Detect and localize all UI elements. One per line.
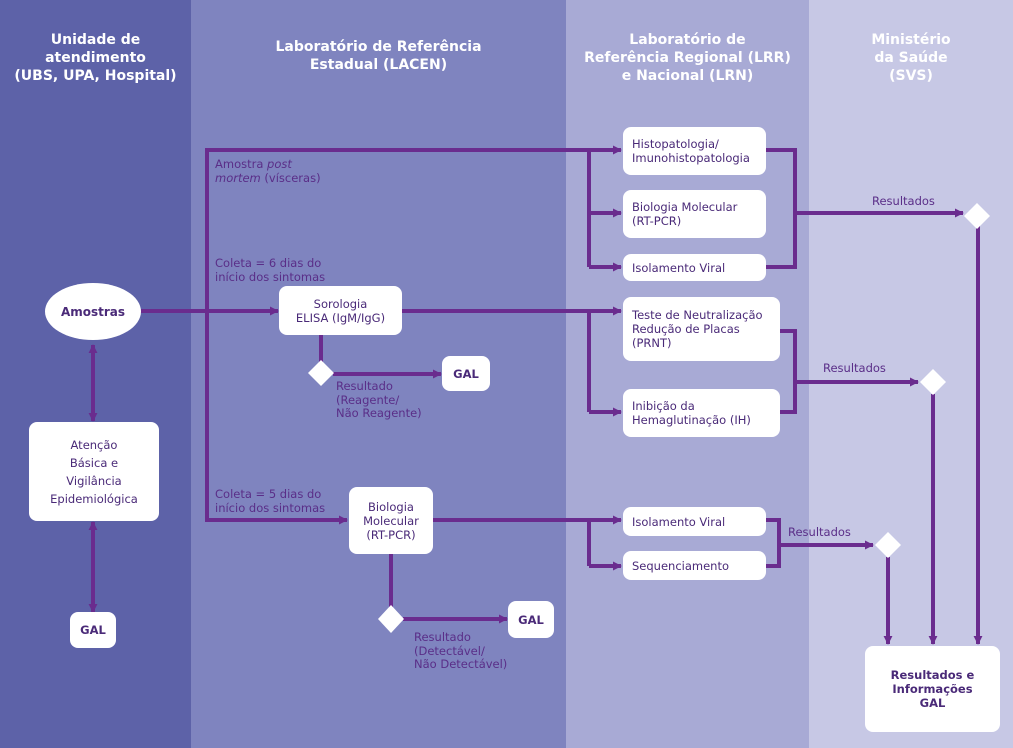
label-amostra-post-mortem-c: (vísceras) xyxy=(260,170,321,185)
label-resultados-1: Resultados xyxy=(872,194,935,208)
atencao-basica-box: Atenção Básica e Vigilância Epidemiológi… xyxy=(29,422,159,521)
label-resultado-reagente: Resultado (Reagente/ Não Reagente) xyxy=(336,379,422,420)
label-coleta-6-dias: Coleta = 6 dias do início dos sintomas xyxy=(215,256,326,284)
amostras-node: Amostras xyxy=(45,283,141,340)
label-resultados-2: Resultados xyxy=(823,361,886,375)
biomol-lrr-box: Biologia Molecular (RT-PCR) xyxy=(623,190,766,238)
label-amostra-post-mortem-b: post mortem xyxy=(215,157,292,185)
column-lrr-lrn: Laboratório de Referência Regional (LRR)… xyxy=(566,0,809,748)
column-title-lacen: Laboratório de Referência Estadual (LACE… xyxy=(275,39,482,73)
decision-diamond-results3 xyxy=(875,532,901,558)
resultados-final-box: Resultados e Informações GAL xyxy=(865,646,1000,732)
label-resultado-detectavel: Resultado (Detectável/ Não Detectável) xyxy=(414,630,508,671)
line-top-bracket xyxy=(766,148,797,269)
gal-box-sorologia: GAL xyxy=(442,356,490,391)
label-coleta-5-dias: Coleta = 5 dias do início dos sintomas xyxy=(215,487,326,515)
column-title-ministerio: Ministério da Saúde (SVS) xyxy=(871,32,951,84)
prnt-box: Teste de Neutralização Redução de Placas… xyxy=(623,297,780,361)
isolamento-viral-box-2: Isolamento Viral xyxy=(623,507,766,536)
gal-box-biomol: GAL xyxy=(508,601,554,638)
column-title-lrr-lrn: Laboratório de Referência Regional (LRR)… xyxy=(584,32,791,84)
gal-box-left: GAL xyxy=(70,612,116,648)
ih-box: Inibição da Hemaglutinação (IH) xyxy=(623,389,780,437)
decision-diamond-results2 xyxy=(920,369,946,395)
decision-diamond-biomol xyxy=(378,605,404,633)
label-amostra-post-mortem: Amostra post mortem (vísceras) xyxy=(215,157,321,185)
line-mid-bracket xyxy=(780,329,797,414)
histopatologia-box: Histopatologia/ Imunohistopatologia xyxy=(623,127,766,175)
biomol-lacen-box: Biologia Molecular (RT-PCR) xyxy=(349,487,433,554)
sorologia-box: Sorologia ELISA (IgM/IgG) xyxy=(279,286,402,335)
label-amostra-post-mortem-a: Amostra xyxy=(215,157,268,171)
decision-diamond-sorologia xyxy=(308,360,334,386)
decision-diamond-results1 xyxy=(964,203,990,229)
label-resultados-3: Resultados xyxy=(788,525,851,539)
line-bottom-bracket xyxy=(766,518,781,568)
sequenciamento-box: Sequenciamento xyxy=(623,551,766,580)
column-title-unidade: Unidade de atendimento (UBS, UPA, Hospit… xyxy=(14,32,177,84)
isolamento-viral-box-1: Isolamento Viral xyxy=(623,254,766,281)
